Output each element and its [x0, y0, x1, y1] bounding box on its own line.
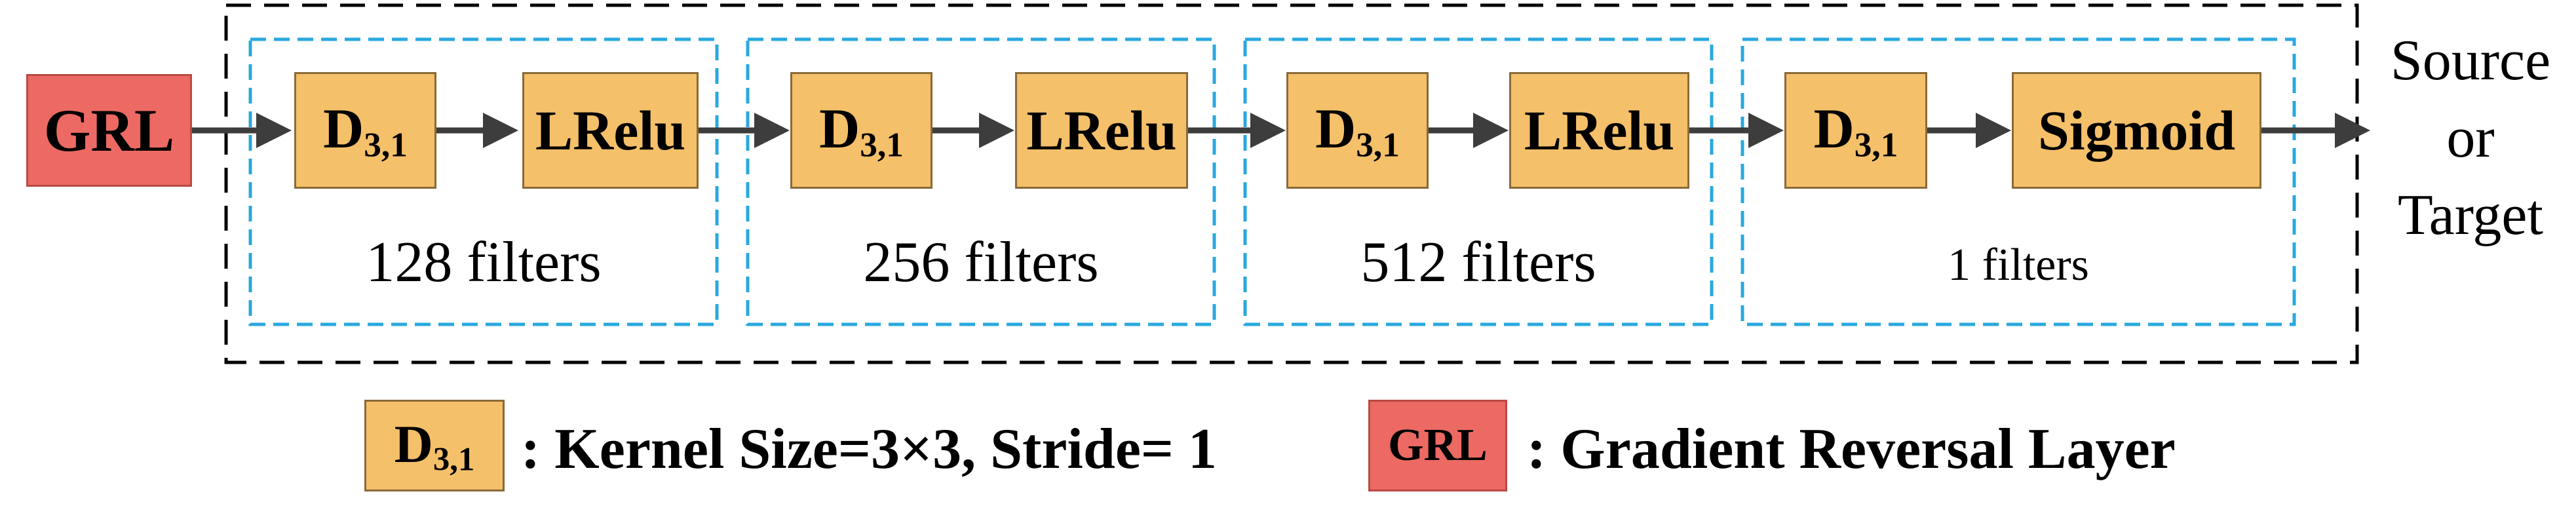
filters-label-4: 1 filters — [1948, 240, 2089, 290]
conv-label-4: D3,1 — [1813, 97, 1898, 164]
grl-input-label: GRL — [43, 97, 175, 164]
conv-box-4: D3,1 — [1784, 72, 1927, 189]
activation-box-3: LRelu — [1509, 72, 1689, 189]
conv-box-2: D3,1 — [790, 72, 932, 189]
filters-label-2: 256 filters — [863, 231, 1099, 294]
conv-label-3: D3,1 — [1315, 97, 1400, 164]
legend-grl-key-label: GRL — [1388, 420, 1488, 471]
activation-box-2: LRelu — [1015, 72, 1188, 189]
discriminator-container — [224, 3, 2359, 364]
activation-box-4: Sigmoid — [2012, 72, 2261, 189]
output-line-source: Source — [2390, 29, 2551, 92]
activation-label-1: LRelu — [535, 99, 686, 162]
conv-label-1: D3,1 — [323, 97, 408, 164]
output-label: Source or Target — [2366, 22, 2575, 254]
conv-box-3: D3,1 — [1286, 72, 1429, 189]
legend-conv-description: : Kernel Size=3×3, Stride= 1 — [521, 417, 1218, 481]
grl-input-box: GRL — [26, 74, 192, 187]
output-line-or: or — [2446, 106, 2495, 170]
legend-conv-key-label: D3,1 — [394, 413, 475, 478]
legend-grl-description: : Gradient Reversal Layer — [1527, 417, 2176, 481]
legend-conv-key: D3,1 — [364, 400, 505, 491]
filters-label-3: 512 filters — [1360, 231, 1596, 294]
block-border-4 — [1740, 37, 2296, 326]
activation-label-2: LRelu — [1026, 99, 1177, 162]
legend-grl-key: GRL — [1368, 400, 1507, 491]
activation-label-3: LRelu — [1524, 99, 1675, 162]
activation-box-1: LRelu — [522, 72, 699, 189]
filters-label-1: 128 filters — [366, 231, 602, 294]
conv-label-2: D3,1 — [819, 97, 904, 164]
output-line-target: Target — [2398, 183, 2543, 247]
activation-label-4: Sigmoid — [2037, 99, 2236, 162]
conv-box-1: D3,1 — [294, 72, 436, 189]
